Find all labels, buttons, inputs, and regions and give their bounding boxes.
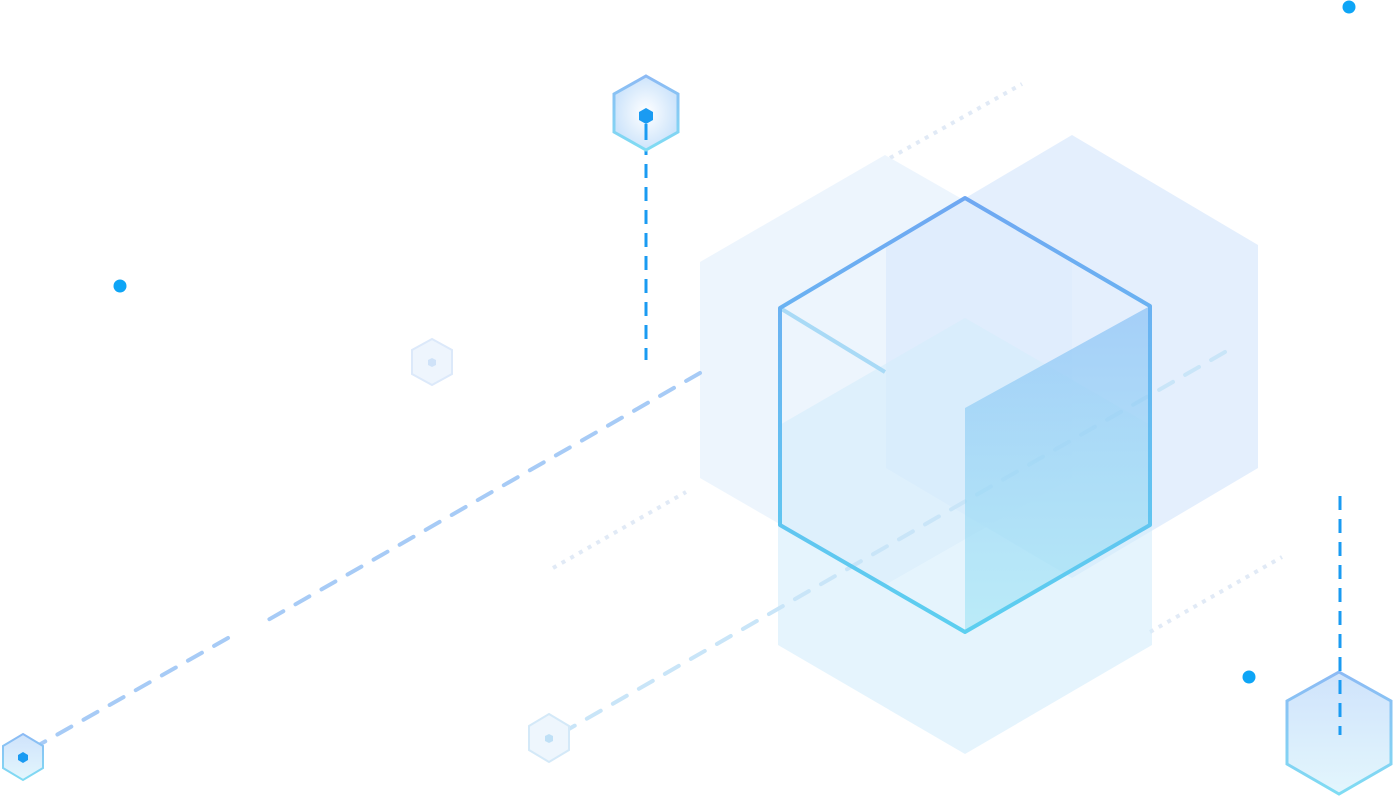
hexagon-core-icon — [639, 108, 653, 124]
cube-inner-edge — [778, 306, 887, 374]
cube-outline-icon — [778, 196, 1152, 634]
hexagon-node-bottom-middle — [528, 712, 570, 764]
dots — [113, 0, 1356, 684]
cube-outline — [778, 196, 1152, 634]
hexagon-node-top — [612, 74, 680, 360]
connector-line-long — [28, 371, 702, 752]
hexagon-node-faint — [411, 337, 453, 387]
hexagon-node-bottom-right — [1285, 496, 1393, 796]
dot-icon — [1242, 670, 1256, 684]
dot-icon — [113, 279, 127, 293]
hexagon-node-bottom-left — [1, 732, 44, 782]
dot-icon — [1342, 0, 1356, 14]
